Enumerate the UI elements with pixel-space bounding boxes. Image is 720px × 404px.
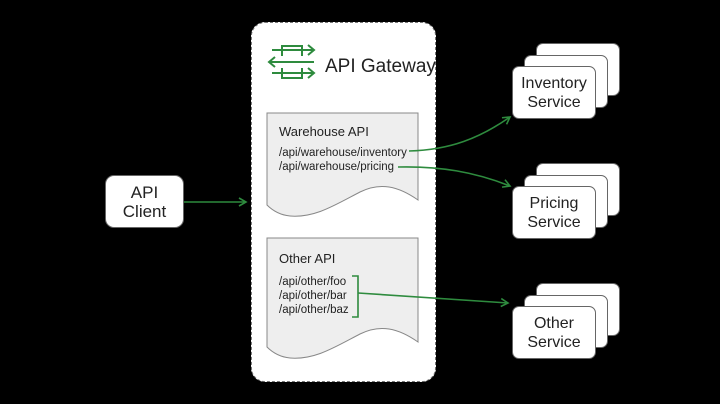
inventory-service-line2: Service <box>527 93 581 111</box>
warehouse-api-doc <box>266 112 419 217</box>
other-service-line2: Service <box>527 333 581 351</box>
warehouse-api-label: Warehouse API <box>279 124 369 139</box>
route-warehouse-pricing: /api/warehouse/pricing <box>279 161 395 173</box>
api-client-line1: API <box>130 182 159 202</box>
other-route-arrow <box>357 292 510 308</box>
inventory-route-arrow <box>408 116 512 152</box>
gateway-arrows-icon <box>267 44 316 79</box>
route-other-foo: /api/other/foo <box>279 276 347 288</box>
pricing-service-line1: Pricing <box>529 194 579 212</box>
other-routes-bracket <box>352 275 359 318</box>
route-other-bar: /api/other/bar <box>279 290 347 302</box>
api-client-line2: Client <box>122 201 167 221</box>
other-api-label: Other API <box>279 251 336 266</box>
other-service-line1: Other <box>533 314 574 332</box>
other-api-doc <box>266 237 419 359</box>
inventory-service-box: Inventory Service <box>512 66 596 119</box>
route-warehouse-inventory: /api/warehouse/inventory <box>279 147 407 159</box>
pricing-route-arrow <box>397 166 512 188</box>
pricing-service-box: Pricing Service <box>512 186 596 239</box>
inventory-service-line1: Inventory <box>521 74 587 92</box>
other-service-box: Other Service <box>512 306 596 359</box>
gateway-title: API Gateway <box>325 56 436 77</box>
route-other-baz: /api/other/baz <box>279 304 349 316</box>
pricing-service-line2: Service <box>527 213 581 231</box>
api-client-box: API Client <box>105 175 184 228</box>
